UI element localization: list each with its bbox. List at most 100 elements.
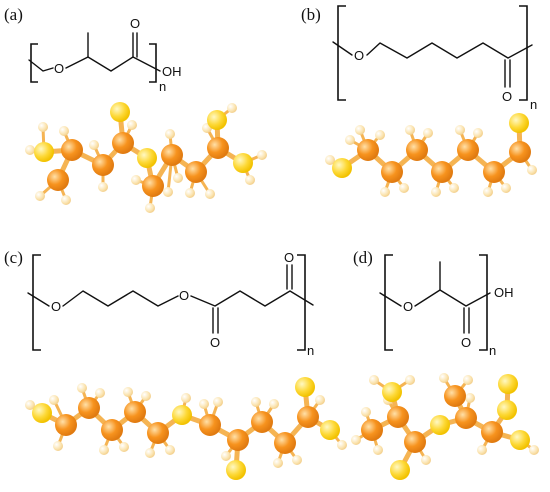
hydrogen-atom (273, 458, 283, 468)
carbon-atom (161, 144, 183, 166)
hydrogen-atom (123, 387, 133, 397)
hydrogen-atom (181, 393, 191, 403)
carbon-atom (251, 411, 273, 433)
end-group-a: OH (162, 64, 182, 79)
right-bracket-c (297, 254, 306, 351)
hydrogen-atom (351, 435, 361, 445)
panel-label-b: (b) (301, 5, 321, 24)
carbon-atom (481, 421, 503, 443)
carbon-atom (431, 161, 453, 183)
hydrogen-atom (439, 373, 449, 383)
hydrogen-atom (375, 130, 385, 140)
hydrogen-atom (455, 125, 465, 135)
hydrogen-atom (257, 150, 267, 160)
backbone-c-1 (62, 290, 179, 307)
hydrogen-atom (325, 155, 335, 165)
carbon-atom (55, 414, 77, 436)
backbone-d (414, 289, 491, 307)
repeat-index-b: n (530, 97, 537, 112)
structure-d: O O OH n (379, 254, 514, 358)
left-bracket-b (337, 5, 346, 101)
right-bracket-b (519, 5, 528, 101)
carbon-atom (509, 141, 531, 163)
oxygen-atom (320, 420, 340, 440)
hydrogen-atom (529, 445, 539, 455)
panel-label-d: (d) (353, 248, 373, 267)
hydrogen-atom (251, 397, 261, 407)
hydrogen-atom (501, 183, 511, 193)
oxygen-atom (207, 110, 227, 130)
hydrogen-atom (405, 125, 415, 135)
hydrogen-atom (145, 203, 155, 213)
hydrogen-atom (127, 120, 137, 130)
backbone-c-start (27, 292, 50, 307)
oxygen-atom (382, 382, 402, 402)
end-group-d: OH (494, 285, 514, 300)
oxygen-label-c-1: O (51, 299, 61, 314)
hydrogen-atom (25, 145, 35, 155)
oxygen-label-c-3: O (210, 335, 220, 350)
oxygen-atom (110, 102, 130, 122)
panel-label-c: (c) (4, 248, 23, 267)
hydrogen-atom (399, 183, 409, 193)
hydrogen-atom (227, 103, 237, 113)
oxygen-atom (510, 430, 530, 450)
hydrogen-atom (213, 397, 223, 407)
carbon-atom (47, 169, 69, 191)
oxygen-atom (32, 403, 52, 423)
carbon-atom (274, 432, 296, 454)
carbon-atom (92, 154, 114, 176)
hydrogen-atom (119, 442, 129, 452)
hydrogen-atom (98, 182, 108, 192)
repeat-index-d: n (489, 343, 496, 358)
hydrogen-atom (483, 187, 493, 197)
backbone-a-2 (65, 56, 161, 72)
hydrogen-atom (59, 126, 69, 136)
panel-d: (d) O O OH n (351, 248, 539, 480)
carbon-atom (185, 161, 207, 183)
hydrogen-atom (131, 175, 141, 185)
oxygen-atom (295, 377, 315, 397)
hydrogen-atom (38, 122, 48, 132)
oxygen-label-d-chain: O (403, 299, 413, 314)
carbon-atom (78, 397, 100, 419)
backbone-c-2 (190, 290, 314, 307)
hydrogen-atom (35, 191, 45, 201)
oxygen-atom (332, 158, 352, 178)
carbon-atom (147, 422, 169, 444)
carbon-atom (444, 385, 466, 407)
carbon-atom (381, 161, 403, 183)
oxygen-label-c-4: O (284, 250, 294, 265)
hydrogen-atom (77, 383, 87, 393)
hydrogen-atom (527, 165, 537, 175)
hydrogen-atom (431, 187, 441, 197)
oxygen-atom (172, 405, 192, 425)
oxygen-atom (497, 400, 517, 420)
structure-a: O O OH n (28, 16, 182, 94)
right-bracket-d (479, 254, 488, 351)
hydrogen-atom (373, 445, 383, 455)
panel-c: (c) O O O O n (4, 248, 347, 480)
oxygen-atom (390, 460, 410, 480)
hydrogen-atom (380, 187, 390, 197)
hydrogen-atom (463, 375, 473, 385)
carbon-atom (112, 132, 134, 154)
carbon-atom (124, 401, 146, 423)
hydrogen-atom (49, 395, 59, 405)
carbon-atom (199, 414, 221, 436)
hydrogen-atom (315, 395, 325, 405)
hydrogen-atom (473, 128, 483, 138)
carbon-atom (387, 406, 409, 428)
oxygen-label-d-carbonyl: O (461, 335, 471, 350)
carbon-atom (455, 407, 477, 429)
hydrogen-atom (141, 391, 151, 401)
carbon-atom (61, 139, 83, 161)
panel-a: (a) O O OH n (4, 5, 267, 213)
hydrogen-atom (163, 187, 173, 197)
oxygen-atom (226, 460, 246, 480)
carbon-atom (207, 137, 229, 159)
left-bracket-d (384, 254, 393, 351)
oxygen-atom (233, 153, 253, 173)
left-bracket-c (32, 254, 41, 351)
